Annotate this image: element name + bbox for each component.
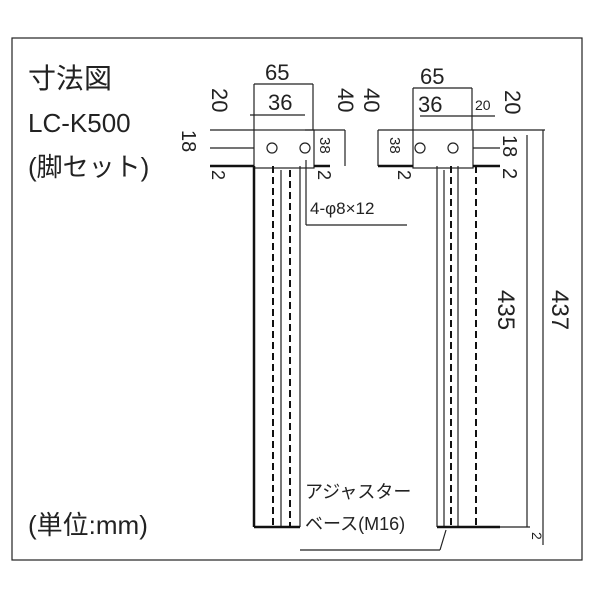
dim-20-right: 20: [500, 90, 525, 114]
hole-callout: 4-φ8×12: [310, 199, 374, 218]
dim-18-right: 18: [498, 135, 520, 157]
dim-20-small: 20: [475, 97, 491, 113]
dim-2-mid-right: 2: [394, 170, 414, 180]
dim-40-right: 40: [359, 88, 384, 112]
dimension-lines: [250, 83, 495, 551]
dim-2-right: 2: [498, 168, 520, 179]
dim-65-left: 65: [265, 60, 289, 85]
right-leg: [377, 129, 545, 545]
dim-437: 437: [546, 290, 573, 330]
dim-36-right: 36: [418, 92, 442, 117]
dim-2-left: 2: [208, 170, 228, 180]
adjuster-callout-line1: アジャスター: [305, 482, 411, 502]
drawing-title: 寸法図: [28, 63, 112, 94]
dim-2-bottom: 2: [529, 532, 545, 540]
frame-border: [11, 37, 583, 561]
model-number: LC-K500: [28, 108, 131, 138]
dim-435: 435: [492, 290, 519, 330]
adjuster-callout-line2: ベース(M16): [305, 514, 405, 534]
dim-38-right: 38: [386, 137, 403, 154]
dim-40-left: 40: [333, 88, 358, 112]
drawing-subtitle: (脚セット): [28, 152, 149, 182]
dim-20-left: 20: [207, 88, 232, 112]
dim-38-left: 38: [316, 137, 333, 154]
dim-18-left: 18: [177, 130, 199, 152]
dim-2-mid-left: 2: [314, 170, 334, 180]
dim-65-right: 65: [420, 64, 444, 89]
dim-36-left: 36: [268, 90, 292, 115]
unit-label: (単位:mm): [28, 510, 148, 540]
left-leg: [210, 129, 346, 529]
